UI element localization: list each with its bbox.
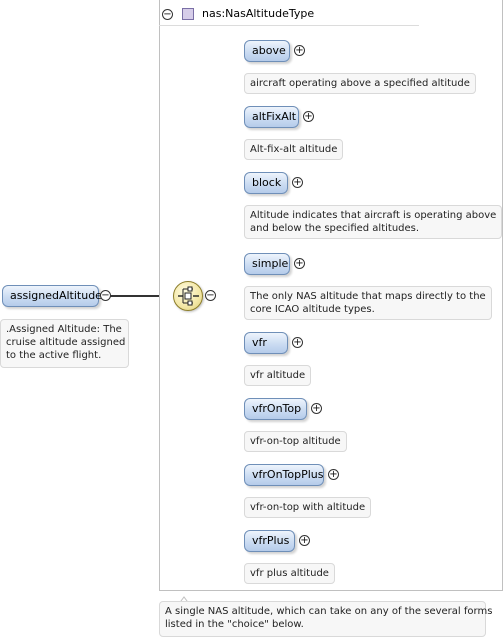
doc-line: Alt-fix-alt altitude bbox=[250, 144, 338, 155]
expand-icon[interactable]: + bbox=[303, 111, 314, 122]
doc-line: listed in the "choice" below. bbox=[165, 619, 304, 630]
element-vfrOnTopPlus[interactable]: vfrOnTopPlus bbox=[244, 464, 324, 486]
root-element-label: assignedAltitude bbox=[10, 289, 102, 302]
element-simple[interactable]: simple bbox=[244, 253, 290, 275]
element-label: altFixAlt bbox=[252, 110, 297, 123]
element-vfrPlus[interactable]: vfrPlus bbox=[244, 530, 295, 552]
expand-icon[interactable]: + bbox=[294, 45, 305, 56]
doc-line: .Assigned Altitude: The bbox=[6, 324, 122, 335]
expand-icon[interactable]: + bbox=[292, 177, 303, 188]
element-label: vfrOnTop bbox=[252, 402, 302, 415]
element-documentation: Alt-fix-alt altitude bbox=[244, 139, 344, 160]
element-vfrOnTop[interactable]: vfrOnTop bbox=[244, 398, 307, 420]
element-documentation: vfr plus altitude bbox=[244, 563, 335, 584]
element-documentation: Altitude indicates that aircraft is oper… bbox=[244, 205, 503, 239]
doc-line: vfr-on-top altitude bbox=[250, 436, 341, 447]
element-altFixAlt[interactable]: altFixAlt bbox=[244, 106, 299, 128]
element-block[interactable]: block bbox=[244, 172, 288, 194]
doc-line: cruise altitude assigned bbox=[6, 337, 126, 348]
element-label: simple bbox=[252, 257, 289, 270]
choice-compositor-icon bbox=[178, 286, 199, 306]
root-documentation: .Assigned Altitude: The cruise altitude … bbox=[0, 319, 129, 368]
expand-icon[interactable]: + bbox=[328, 469, 339, 480]
collapse-icon[interactable]: − bbox=[100, 290, 111, 301]
doc-line: A single NAS altitude, which can take on… bbox=[165, 606, 493, 617]
element-label: above bbox=[252, 44, 286, 57]
element-documentation: The only NAS altitude that maps directly… bbox=[244, 286, 492, 320]
doc-line: The only NAS altitude that maps directly… bbox=[250, 291, 486, 302]
complex-type-icon bbox=[182, 8, 194, 20]
element-documentation: aircraft operating above a specified alt… bbox=[244, 73, 476, 94]
doc-line: core ICAO altitude types. bbox=[250, 304, 375, 315]
element-label: block bbox=[252, 176, 282, 189]
element-above[interactable]: above bbox=[244, 40, 290, 62]
expand-icon[interactable]: + bbox=[299, 535, 310, 546]
element-label: vfrOnTopPlus bbox=[252, 468, 324, 481]
type-documentation: A single NAS altitude, which can take on… bbox=[159, 601, 493, 637]
expand-icon[interactable]: + bbox=[294, 258, 305, 269]
doc-line: vfr plus altitude bbox=[250, 568, 329, 579]
type-header bbox=[159, 3, 419, 26]
root-element-assignedAltitude[interactable]: assignedAltitude bbox=[2, 285, 102, 307]
element-label: vfr bbox=[252, 336, 267, 349]
element-documentation: vfr-on-top altitude bbox=[244, 431, 347, 452]
doc-line: to the active flight. bbox=[6, 350, 102, 361]
expand-icon[interactable]: + bbox=[292, 337, 303, 348]
doc-line: vfr-on-top with altitude bbox=[250, 502, 366, 513]
choice-collapse-icon[interactable]: − bbox=[205, 290, 216, 301]
doc-line: Altitude indicates that aircraft is oper… bbox=[250, 210, 497, 221]
doc-line: aircraft operating above a specified alt… bbox=[250, 78, 470, 89]
doc-line: vfr altitude bbox=[250, 370, 306, 381]
element-documentation: vfr altitude bbox=[244, 365, 312, 386]
element-documentation: vfr-on-top with altitude bbox=[244, 497, 372, 518]
type-collapse-icon[interactable]: − bbox=[162, 9, 173, 20]
expand-icon[interactable]: + bbox=[311, 403, 322, 414]
choice-compositor[interactable] bbox=[173, 281, 203, 311]
type-title: nas:NasAltitudeType bbox=[202, 7, 315, 20]
element-label: vfrPlus bbox=[252, 534, 290, 547]
element-vfr[interactable]: vfr bbox=[244, 332, 288, 354]
doc-line: and below the specified altitudes. bbox=[250, 223, 420, 234]
